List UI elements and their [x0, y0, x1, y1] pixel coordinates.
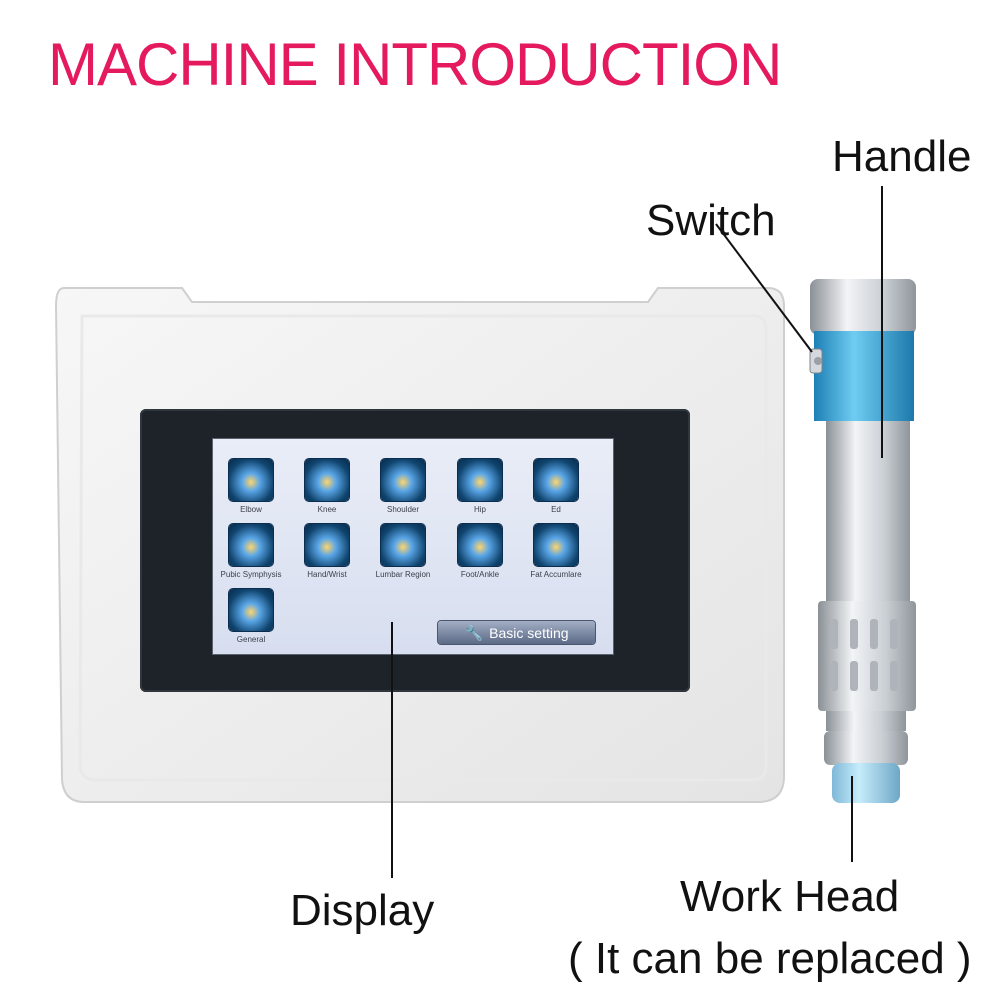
tile-label-shoulder: Shoulder [386, 505, 420, 514]
foot-ankle-icon[interactable] [458, 524, 502, 566]
general-icon[interactable] [229, 589, 273, 631]
handpiece [809, 279, 916, 803]
tile-label-hand-wrist: Hand/Wrist [307, 570, 347, 579]
lumbar-region-icon[interactable] [381, 524, 425, 566]
callout-display: Display [290, 886, 435, 935]
tile-label-ed: Ed [551, 505, 561, 514]
callout-switch: Switch [646, 196, 776, 245]
fat-accumlare-icon[interactable] [534, 524, 578, 566]
tile-label-pubic-symphysis: Pubic Symphysis [220, 570, 282, 579]
elbow-icon[interactable] [229, 459, 273, 501]
callout-handle: Handle [832, 132, 972, 181]
knee-icon[interactable] [305, 459, 349, 501]
tile-label-fat-accumlare: Fat Accumlare [530, 570, 582, 579]
touch-display[interactable]: Elbow Knee Shoulder Hip Ed Pubic Symphys… [212, 438, 614, 655]
shoulder-icon[interactable] [381, 459, 425, 501]
tile-label-elbow: Elbow [240, 505, 262, 514]
page-title: MACHINE INTRODUCTION [48, 31, 782, 98]
tile-label-general: General [236, 635, 266, 644]
tile-label-hip: Hip [473, 505, 486, 514]
tile-label-lumbar-region: Lumbar Region [375, 570, 431, 579]
callout-work-head: Work Head [680, 872, 900, 921]
hip-icon[interactable] [458, 459, 502, 501]
pubic-symphysis-icon[interactable] [229, 524, 273, 566]
hand-wrist-icon[interactable] [305, 524, 349, 566]
tile-label-knee: Knee [317, 505, 337, 514]
callout-work-head-note: ( It can be replaced ) [568, 934, 972, 983]
basic-setting-button[interactable]: 🔧 Basic setting [438, 621, 595, 644]
tile-label-foot-ankle: Foot/Ankle [460, 570, 500, 579]
wrench-icon: 🔧 [464, 624, 484, 642]
basic-setting-label: Basic setting [489, 624, 569, 641]
ed-icon[interactable] [534, 459, 578, 501]
